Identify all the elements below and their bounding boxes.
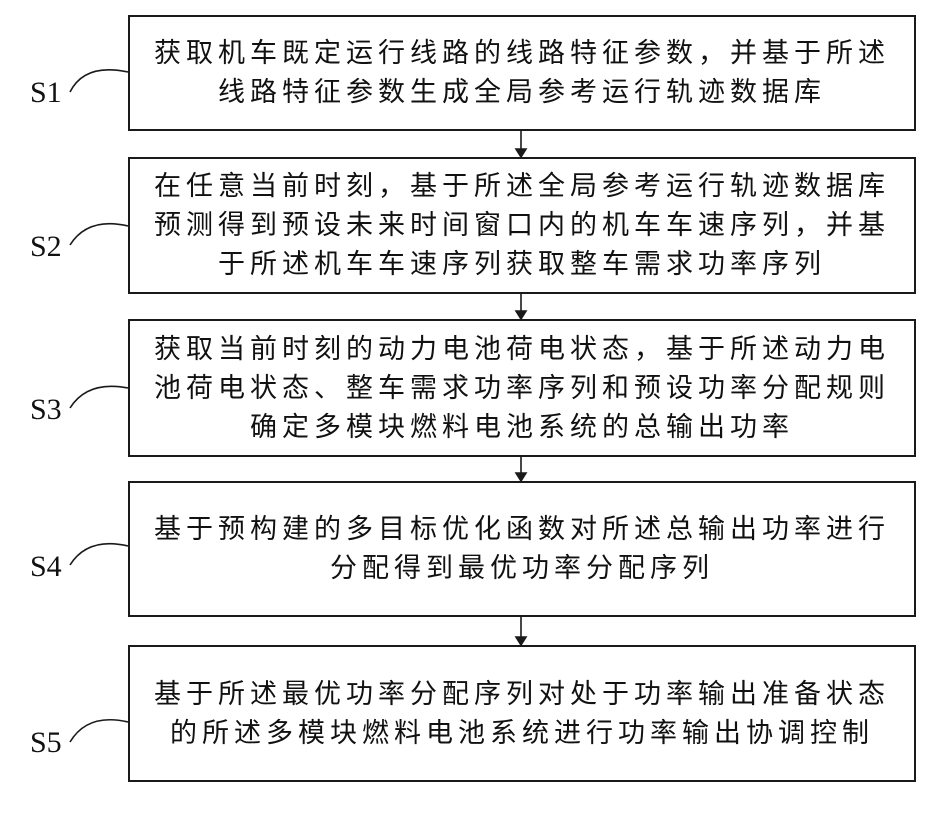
step-s2-line-1: 在任意当前时刻，基于所述全局参考运行轨迹数据库 [154, 167, 890, 206]
step-label-s3: S3 [30, 395, 62, 425]
leader-s4 [70, 544, 128, 565]
step-s1-line-2: 线路特征参数生成全局参考运行轨迹数据库 [218, 73, 826, 112]
leader-s2 [70, 224, 128, 245]
step-s4-line-2: 分配得到最优功率分配序列 [330, 549, 714, 588]
step-s2-line-2: 预测得到预设未来时间窗口内的机车车速序列，并基 [154, 206, 890, 245]
step-s3-line-3: 确定多模块燃料电池系统的总输出功率 [250, 408, 794, 447]
step-s1-line-1: 获取机车既定运行线路的线路特征参数，并基于所述 [154, 34, 890, 73]
step-box-s5: 基于所述最优功率分配序列对处于功率输出准备状态 的所述多模块燃料电池系统进行功率… [128, 645, 916, 782]
step-s3-line-1: 获取当前时刻的动力电池荷电状态，基于所述动力电 [154, 330, 890, 369]
step-s5-line-2: 的所述多模块燃料电池系统进行功率输出协调控制 [170, 714, 874, 753]
step-label-s1: S1 [30, 78, 62, 108]
step-s5-line-1: 基于所述最优功率分配序列对处于功率输出准备状态 [154, 675, 890, 714]
step-box-s2: 在任意当前时刻，基于所述全局参考运行轨迹数据库 预测得到预设未来时间窗口内的机车… [128, 157, 916, 294]
leader-s1 [70, 70, 128, 92]
step-s4-line-1: 基于预构建的多目标优化函数对所述总输出功率进行 [154, 510, 890, 549]
step-label-s2: S2 [30, 232, 62, 262]
leader-s3 [70, 386, 128, 408]
step-label-s5: S5 [30, 728, 62, 758]
step-box-s1: 获取机车既定运行线路的线路特征参数，并基于所述 线路特征参数生成全局参考运行轨迹… [128, 15, 916, 131]
leader-s5 [70, 720, 128, 742]
step-s3-line-2: 池荷电状态、整车需求功率序列和预设功率分配规则 [154, 369, 890, 408]
step-box-s3: 获取当前时刻的动力电池荷电状态，基于所述动力电 池荷电状态、整车需求功率序列和预… [128, 319, 916, 457]
step-box-s4: 基于预构建的多目标优化函数对所述总输出功率进行 分配得到最优功率分配序列 [128, 481, 916, 617]
step-label-s4: S4 [30, 552, 62, 582]
step-s2-line-3: 于所述机车车速序列获取整车需求功率序列 [218, 245, 826, 284]
